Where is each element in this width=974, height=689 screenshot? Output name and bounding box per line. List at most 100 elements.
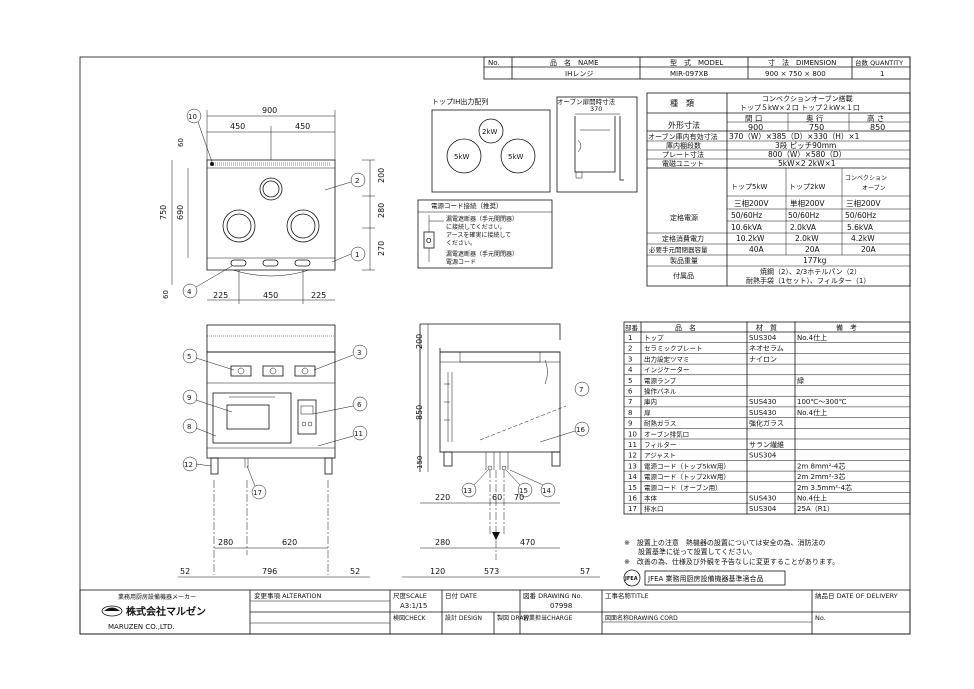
maker-logo: [101, 605, 123, 617]
oven-window: [226, 404, 270, 430]
spec-col-top2: トップ2kW: [789, 183, 826, 191]
part-material: SUS304: [749, 452, 777, 460]
part-name: 出力設定ツマミ: [644, 354, 690, 363]
spec-outer-h: 850: [870, 123, 885, 132]
dim-52-left: 52: [180, 567, 190, 576]
spec-col-top5: トップ5kW: [731, 183, 768, 191]
maker-name: 株式会社マルゼン: [126, 605, 206, 618]
notes: ※ 設置上の注意 熱機器の設置については安全の為、消防法の 設置基準に従って設置…: [623, 538, 839, 587]
burner-top: [259, 177, 283, 201]
drawing-no-value: 07998: [550, 602, 572, 610]
cord-connection-box: 電源コード接続（推奨） 漏電遮断器（手元開閉器） に接続してください。 アースを…: [417, 199, 553, 269]
charge-label: 営業担当CHARGE: [523, 614, 573, 622]
ih-layout-title: トップIH出力配列: [432, 97, 488, 106]
spec-col-oven-2: オーブン: [862, 184, 886, 192]
part-name: 耐熱ガラス: [644, 419, 676, 428]
part-name: 電源コード（オーブン用）: [644, 483, 722, 492]
parts-hdr-material: 材 質: [756, 323, 777, 332]
part-material: SUS430: [749, 398, 776, 406]
callout-11: 11: [354, 430, 363, 438]
product-name: IHレンジ: [565, 70, 593, 78]
callout-17: 17: [253, 489, 262, 497]
dim-52-right: 52: [350, 567, 360, 576]
part-material: SUS304: [749, 505, 777, 513]
dim-796: 796: [262, 567, 277, 576]
part-no: 4: [628, 366, 633, 374]
spec-col-oven-1: コンベクション: [845, 175, 887, 182]
side-leg-left: [443, 451, 453, 467]
note-2: ※ 改善の為、仕様及び外観を予告なしに変更することがあります。: [624, 557, 839, 566]
spec-outer-h-d: 奥 行: [806, 113, 824, 123]
oven-hinge-box: オーブン扉開時寸法 370: [556, 96, 638, 193]
part-no: 6: [628, 388, 633, 396]
spec-consume-0: 10.2kW: [736, 234, 765, 243]
spec-plate-value: 800（W）×580（D）: [768, 150, 846, 159]
leg-right: [324, 457, 333, 475]
part-note: 2m 8mm²-4芯: [797, 461, 845, 470]
part-no: 3: [628, 355, 632, 363]
spec-rated-0-0: 三相200V: [734, 198, 769, 208]
dim-60-top: 60: [177, 138, 185, 147]
corner-dot: [210, 162, 214, 166]
part-name: 庫内: [644, 397, 657, 406]
spec-rated-1-1: 50/60Hz: [788, 211, 819, 220]
leg-left: [210, 457, 219, 475]
parts-hdr-no: 部番: [625, 323, 639, 332]
spec-breaker-1: 20A: [805, 245, 821, 254]
dim-220: 220: [435, 493, 450, 502]
maker-name-en: MARUZEN CO.,LTD.: [108, 623, 175, 631]
spec-outer-label: 外形寸法: [668, 120, 700, 130]
part-material: サラン繊維: [749, 440, 784, 449]
dim-850: 850: [415, 405, 424, 420]
dim-60-side: 60: [492, 493, 502, 502]
knob-center: [262, 259, 279, 267]
part-name: トップ: [644, 334, 664, 342]
note-1: ※ 設置上の注意 熱機器の設置については安全の為、消防法の: [624, 538, 826, 547]
note-1b: 設置基準に従って設置してください。: [638, 547, 756, 556]
callout-13: 13: [463, 487, 472, 495]
dim-280: 280: [377, 203, 386, 218]
breaker-label: O: [426, 237, 432, 245]
part-name: 電源コード（トップ5kW用）: [644, 461, 730, 470]
part-no: 9: [628, 420, 632, 428]
dim-280-front: 280: [218, 538, 233, 547]
spec-shelf-value: 3段 ピッチ90mm: [775, 140, 836, 150]
spec-weight-label: 製品重量: [670, 256, 698, 265]
title-label: 工事名称TITLE: [605, 591, 649, 600]
part-material: ネオセラム: [749, 345, 784, 353]
part-no: 16: [628, 495, 637, 503]
control-panel: [297, 399, 317, 435]
spec-kind-1: コンベクションオーブン搭載: [762, 94, 853, 103]
delivery-label: 納品日 DATE OF DELIVERY: [815, 591, 898, 600]
footer: 業務用厨房設備機器メーカー 株式会社マルゼン MARUZEN CO.,LTD. …: [79, 589, 911, 635]
part-no: 1: [628, 334, 632, 342]
spec-outer-w: 900: [748, 123, 763, 132]
part-name: セラミックプレート: [644, 345, 703, 353]
spec-oven-in-label: オーブン庫内有効寸法: [648, 132, 718, 141]
spec-rated-0-2: 三相200V: [846, 198, 881, 208]
dim-60-bottom: 60: [162, 290, 170, 299]
part-material: SUS430: [749, 495, 776, 503]
spec-oven-in-value: 370（W）×385（D）×330（H）×1: [729, 132, 860, 141]
part-note: No.4仕上: [797, 333, 827, 342]
spec-outer-d: 750: [809, 123, 824, 132]
part-material: SUS304: [749, 334, 777, 342]
spec-breaker-0: 40A: [749, 245, 765, 254]
dim-200: 200: [377, 168, 386, 183]
dim-750: 750: [159, 205, 168, 220]
dim-120: 120: [430, 567, 445, 576]
part-name: 電源コード（トップ2kW用）: [644, 472, 730, 481]
spec-rated-label: 定格電源: [670, 213, 698, 222]
oven-hinge-title: オーブン扉開時寸法: [557, 97, 616, 106]
front-view: 280 620 52 796 52 5 3 9 8 6 11 12 17: [178, 324, 370, 578]
callout-1: 1: [355, 251, 359, 259]
side-view: 200 850 150 220 60 70 280 470 120 573 57…: [402, 323, 600, 578]
part-no: 7: [628, 398, 632, 406]
spec-acc-label: 付属品: [673, 271, 694, 280]
spec-unit-label: 電磁ユニット: [662, 159, 704, 168]
knob-left: [230, 259, 247, 267]
spec-acc-2: 耐熱手袋（1セット）、フィルター（1）: [746, 276, 870, 285]
ih-burner-right: 5kW: [508, 153, 524, 161]
part-no: 10: [628, 430, 637, 438]
spec-plate-label: プレート寸法: [662, 150, 704, 159]
